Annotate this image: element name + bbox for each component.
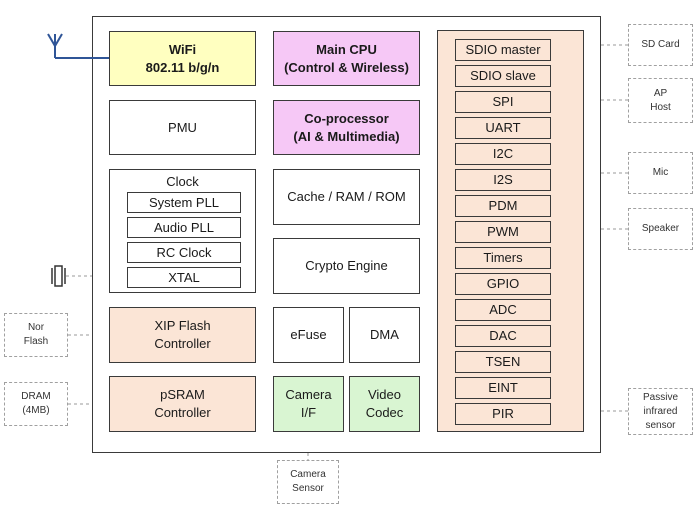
ext-sd-card-label: SD Card (641, 39, 680, 50)
ext-ap-host-line-2: Host (650, 101, 671, 113)
ext-passive-ir-sensor: Passive infrared sensor (628, 388, 693, 435)
cache-ram-rom-block: Cache / RAM / ROM (273, 169, 420, 225)
dma-label: DMA (370, 327, 399, 342)
ext-nor-flash-line-1: Nor (27, 322, 45, 333)
peripheral-panel: SDIO master SDIO slave SPI UART I2C I2S … (437, 30, 584, 432)
psram-line-2: Controller (154, 405, 211, 420)
coprocessor-block: Co-processor (AI & Multimedia) (273, 100, 420, 155)
peripheral-adc: ADC (455, 299, 551, 321)
wifi-standard: 802.11 b/g/n (145, 59, 220, 75)
video-codec-line-2: Codec (365, 405, 404, 420)
ext-nor-flash-line-2: Flash (23, 336, 49, 347)
main-cpu-title: Main CPU (316, 41, 377, 57)
dma-block: DMA (349, 307, 420, 363)
main-cpu-subtitle: (Control & Wireless) (284, 59, 409, 75)
peripheral-timers: Timers (455, 247, 551, 269)
ext-dram-line-1: DRAM (21, 391, 51, 402)
ext-camera-sensor-line-2: Sensor (292, 483, 324, 494)
ext-pir-line-2: infrared (643, 405, 678, 417)
pmu-block: PMU (109, 100, 256, 155)
peripheral-sdio-master: SDIO master (455, 39, 551, 61)
audio-pll-block: Audio PLL (127, 217, 241, 238)
ext-camera-sensor: Camera Sensor (277, 460, 339, 504)
xip-line-2: Controller (154, 336, 211, 351)
ext-pir-line-1: Passive (642, 391, 678, 403)
peripheral-uart: UART (455, 117, 551, 139)
ext-ap-host: AP Host (628, 78, 693, 123)
system-pll-block: System PLL (127, 192, 241, 213)
cache-label: Cache / RAM / ROM (287, 189, 406, 204)
psram-controller-block: pSRAM Controller (109, 376, 256, 432)
peripheral-tsen: TSEN (455, 351, 551, 373)
peripheral-pwm: PWM (455, 221, 551, 243)
clock-title: Clock (166, 174, 199, 189)
peripheral-pir: PIR (455, 403, 551, 425)
efuse-block: eFuse (273, 307, 344, 363)
ext-mic-label: Mic (652, 167, 669, 178)
ext-nor-flash: Nor Flash (4, 313, 68, 357)
ext-ap-host-line-1: AP (653, 87, 668, 99)
psram-line-1: pSRAM (160, 387, 205, 402)
peripheral-gpio: GPIO (455, 273, 551, 295)
ext-pir-line-3: sensor (645, 419, 676, 431)
crypto-label: Crypto Engine (305, 258, 388, 273)
ext-sd-card: SD Card (628, 24, 693, 66)
camera-if-line-1: Camera (285, 387, 332, 402)
xip-line-1: XIP Flash (154, 318, 211, 333)
clock-block: Clock System PLL Audio PLL RC Clock XTAL (109, 169, 256, 293)
peripheral-i2s: I2S (455, 169, 551, 191)
xip-flash-controller-block: XIP Flash Controller (109, 307, 256, 363)
ext-camera-sensor-line-1: Camera (290, 469, 326, 480)
peripheral-spi: SPI (455, 91, 551, 113)
peripheral-dac: DAC (455, 325, 551, 347)
wifi-block: WiFi 802.11 b/g/n (109, 31, 256, 86)
ext-speaker: Speaker (628, 208, 693, 250)
peripheral-pdm: PDM (455, 195, 551, 217)
camera-if-line-2: I/F (300, 405, 317, 420)
ext-mic: Mic (628, 152, 693, 194)
camera-if-block: Camera I/F (273, 376, 344, 432)
peripheral-eint: EINT (455, 377, 551, 399)
rc-clock-block: RC Clock (127, 242, 241, 263)
crypto-engine-block: Crypto Engine (273, 238, 420, 294)
video-codec-block: Video Codec (349, 376, 420, 432)
peripheral-i2c: I2C (455, 143, 551, 165)
efuse-label: eFuse (290, 327, 327, 342)
video-codec-line-1: Video (367, 387, 401, 402)
coprocessor-title: Co-processor (304, 110, 389, 126)
wifi-title: WiFi (168, 41, 197, 57)
ext-speaker-label: Speaker (641, 223, 680, 234)
peripheral-sdio-slave: SDIO slave (455, 65, 551, 87)
ext-dram: DRAM (4MB) (4, 382, 68, 426)
ext-dram-line-2: (4MB) (22, 405, 50, 416)
main-cpu-block: Main CPU (Control & Wireless) (273, 31, 420, 86)
coprocessor-subtitle: (AI & Multimedia) (293, 128, 400, 144)
pmu-label: PMU (168, 119, 197, 135)
xtal-block: XTAL (127, 267, 241, 288)
